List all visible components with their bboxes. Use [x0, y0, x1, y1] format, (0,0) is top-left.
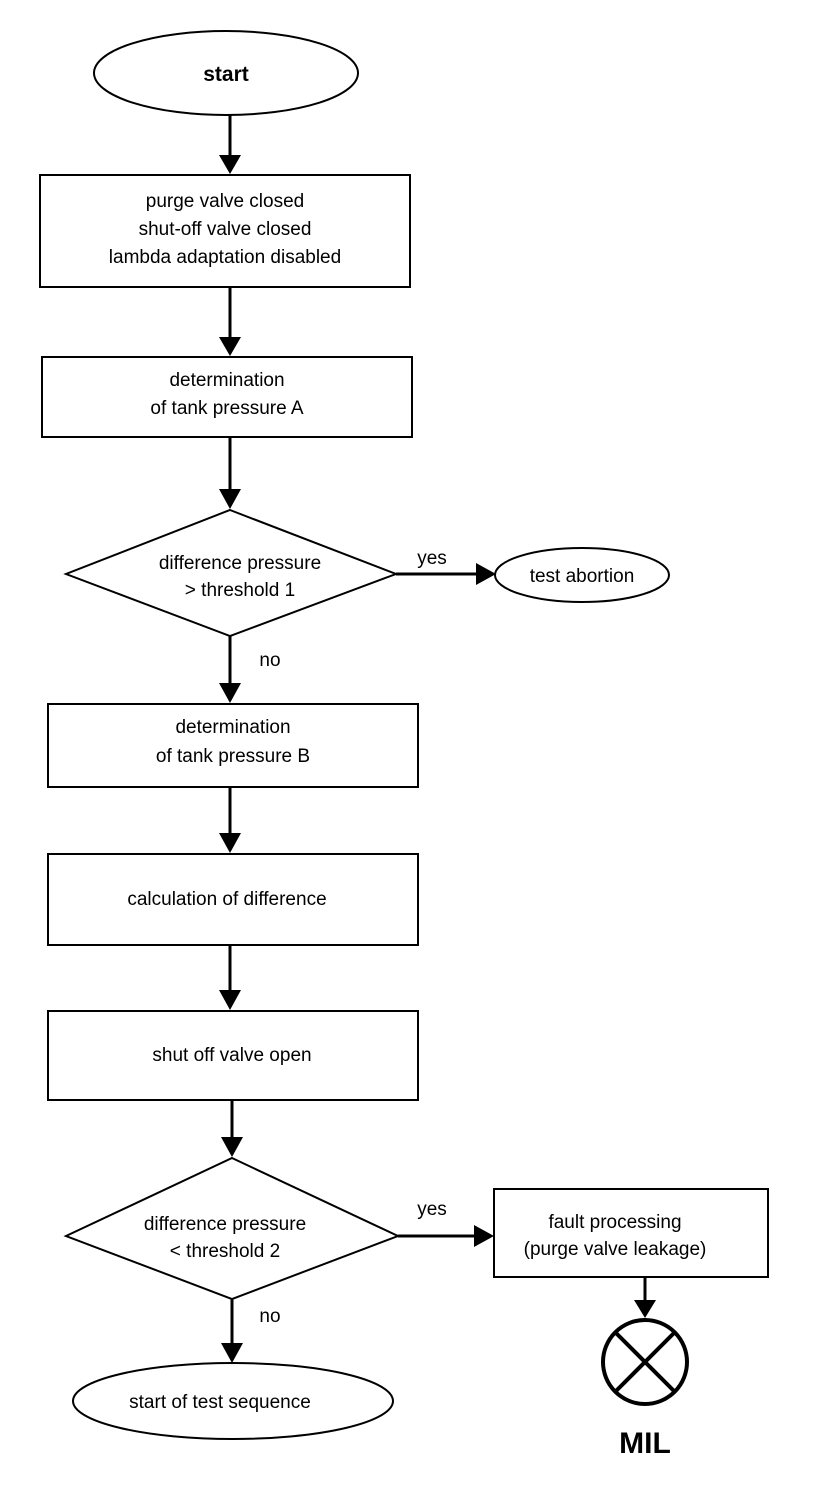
init-line-1: purge valve closed — [146, 191, 304, 212]
terminator-shape — [494, 547, 670, 603]
node-abort: test abortion — [494, 547, 670, 603]
decision-2-line-1: difference pressure — [144, 1214, 306, 1235]
calc-label: calculation of difference — [127, 889, 326, 910]
abort-label: test abortion — [530, 566, 635, 587]
decision-1-no-label: no — [259, 650, 280, 671]
arrowhead-init-to-pressure-a — [219, 337, 241, 356]
decision-2-line-2: < threshold 2 — [170, 1241, 280, 1262]
init-line-2: shut-off valve closed — [139, 219, 312, 240]
node-decision-1: difference pressure > threshold 1 — [63, 508, 399, 638]
decision-diamond — [63, 1156, 401, 1301]
node-pressure-b: determination of tank pressure B — [47, 703, 419, 788]
arrowhead-shutoff-open-to-decision-2 — [221, 1137, 243, 1157]
node-calc: calculation of difference — [47, 853, 419, 946]
arrowhead-fault-to-mil — [634, 1300, 656, 1318]
process-box — [41, 356, 413, 438]
process-box — [493, 1188, 769, 1278]
arrowhead-pressure-a-to-decision-1 — [219, 489, 241, 509]
decision-1-line-2: > threshold 1 — [185, 580, 295, 601]
decision-1-line-1: difference pressure — [159, 553, 321, 574]
process-box — [39, 174, 411, 288]
shutoff-open-label: shut off valve open — [152, 1045, 311, 1066]
terminator-shape — [72, 1362, 394, 1440]
pressure-a-line-1: determination — [169, 370, 284, 391]
arrowhead-calc-to-shutoff-open — [219, 990, 241, 1010]
node-start: start — [93, 30, 359, 116]
process-box — [47, 703, 419, 788]
start-label: start — [203, 63, 249, 86]
terminator-shape — [93, 30, 359, 116]
arrowhead-pressure-b-to-calc — [219, 833, 241, 853]
decision-diamond — [63, 508, 399, 638]
edge-labels: yes no yes no — [259, 548, 446, 1327]
end-label: start of test sequence — [129, 1392, 311, 1413]
node-init: purge valve closed shut-off valve closed… — [39, 174, 411, 288]
arrowhead-decision-1-no — [219, 683, 241, 703]
decision-2-yes-label: yes — [417, 1199, 447, 1220]
decision-2-no-label: no — [259, 1306, 280, 1327]
node-end: start of test sequence — [72, 1362, 394, 1440]
arrowhead-start-to-init — [219, 155, 241, 174]
mil-label: MIL — [619, 1427, 671, 1460]
init-line-3: lambda adaptation disabled — [109, 247, 341, 268]
node-mil: MIL — [601, 1318, 689, 1460]
node-fault: fault processing (purge valve leakage) — [493, 1188, 769, 1278]
decision-1-yes-label: yes — [417, 548, 447, 569]
node-shutoff-open: shut off valve open — [47, 1010, 419, 1101]
node-decision-2: difference pressure < threshold 2 — [63, 1156, 401, 1301]
pressure-a-line-2: of tank pressure A — [150, 398, 303, 419]
arrowhead-decision-2-no — [221, 1343, 243, 1363]
fault-line-1: fault processing — [548, 1212, 681, 1233]
pressure-b-line-1: determination — [175, 717, 290, 738]
node-pressure-a: determination of tank pressure A — [41, 356, 413, 438]
fault-line-2: (purge valve leakage) — [524, 1239, 707, 1260]
connectors — [219, 115, 656, 1363]
arrowhead-decision-1-yes — [476, 563, 496, 585]
arrowhead-decision-2-yes — [474, 1225, 494, 1247]
pressure-b-line-2: of tank pressure B — [156, 746, 310, 767]
mil-cross-b — [613, 1330, 677, 1394]
process-box — [47, 1010, 419, 1101]
process-box — [47, 853, 419, 946]
